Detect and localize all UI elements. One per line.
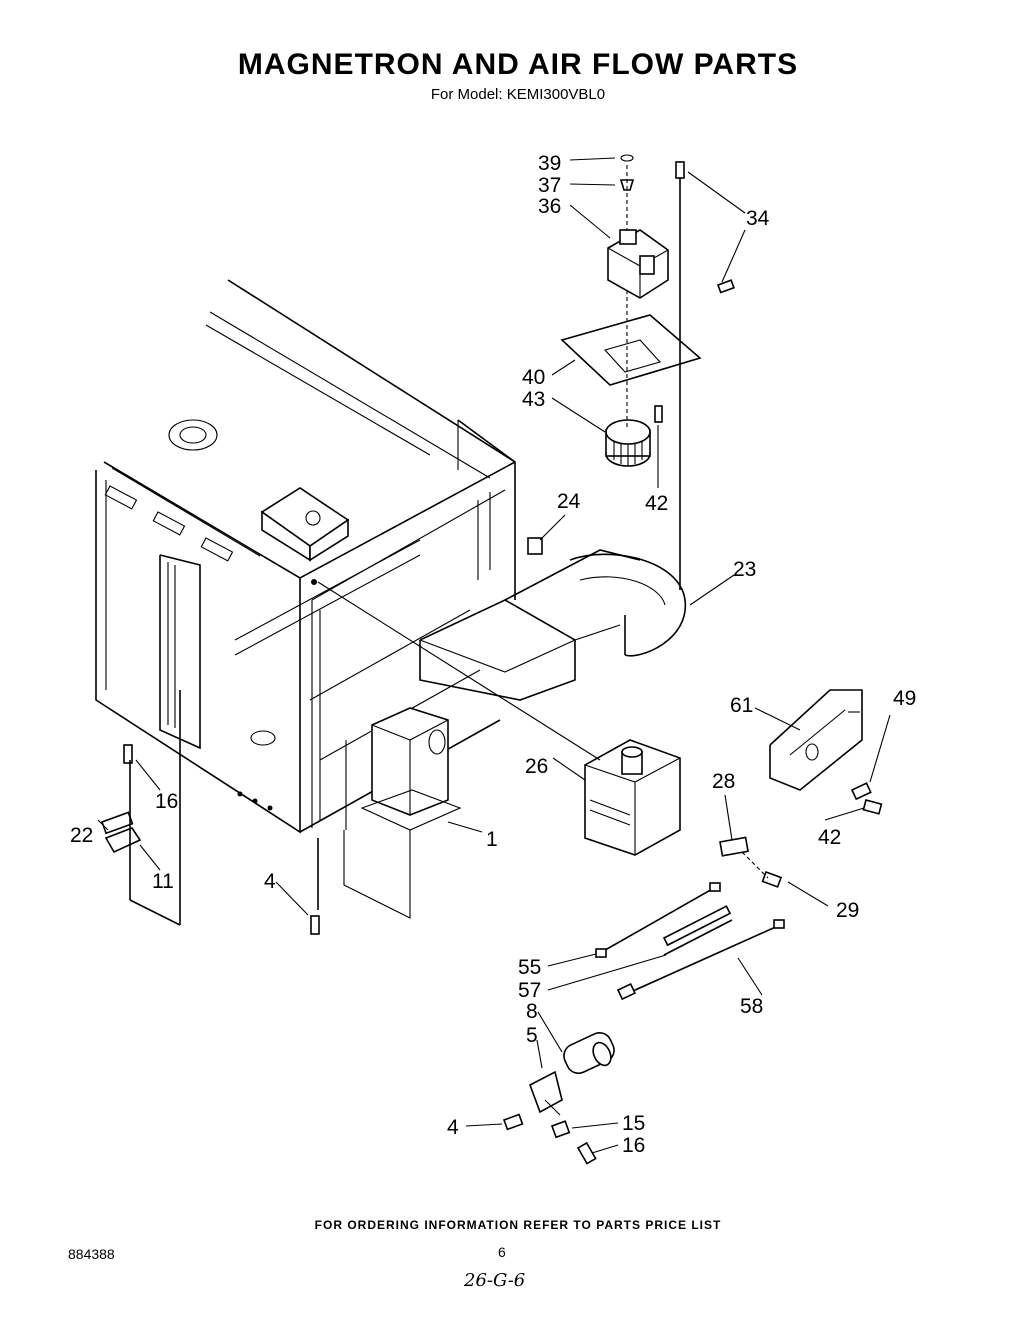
- wire-leads: [595, 882, 785, 1001]
- transformer-part-1: [343, 707, 462, 919]
- fan-bracket-part-40: [560, 314, 702, 386]
- callout-28: 28: [712, 770, 735, 793]
- callout-37: 37: [538, 174, 561, 197]
- ordering-note: FOR ORDERING INFORMATION REFER TO PARTS …: [314, 1218, 722, 1232]
- callout-26: 26: [525, 755, 548, 778]
- leader-lines: [97, 157, 891, 1154]
- oven-cabinet: [95, 279, 516, 834]
- callout-11: 11: [152, 870, 174, 893]
- callout-34: 34: [746, 207, 770, 230]
- callout-58: 58: [740, 995, 763, 1018]
- callout-16-left: 16: [155, 790, 178, 813]
- callout-36: 36: [538, 195, 561, 218]
- callout-5: 5: [526, 1024, 538, 1047]
- bracket-part-61: [769, 689, 863, 791]
- callout-4-lower: 4: [447, 1116, 459, 1139]
- callout-40: 40: [522, 366, 545, 389]
- model-line: For Model: KEMI300VBL0: [430, 86, 606, 103]
- handwritten-note: 26-G-6: [464, 1270, 526, 1291]
- callout-29: 29: [836, 899, 859, 922]
- callout-24: 24: [557, 490, 581, 513]
- callout-49: 49: [893, 687, 916, 710]
- document-number: 884388: [68, 1246, 115, 1262]
- fastener-parts: [100, 154, 883, 1165]
- air-duct-part-23: [419, 549, 686, 701]
- callout-16-lower: 16: [622, 1134, 645, 1157]
- callout-42-lower: 42: [818, 826, 841, 849]
- callout-4-left: 4: [264, 870, 276, 893]
- callout-8: 8: [526, 1000, 538, 1023]
- fan-motor-part-36: [607, 229, 669, 299]
- capacitor-part-8: [529, 1032, 615, 1116]
- callout-55: 55: [518, 956, 541, 979]
- fan-blade-part-43: [605, 419, 651, 467]
- magnetron-part-26: [584, 739, 681, 856]
- callout-57: 57: [518, 979, 541, 1002]
- callout-labels: 39 37 36 34 40 43 42 24 23 61 49 26 28 4…: [70, 152, 916, 1157]
- callout-39: 39: [538, 152, 561, 175]
- callout-15: 15: [622, 1112, 645, 1135]
- callout-22: 22: [70, 824, 93, 847]
- page-number: 6: [498, 1244, 506, 1260]
- callout-61: 61: [730, 694, 753, 717]
- callout-42-upper: 42: [645, 492, 668, 515]
- page-title: MAGNETRON AND AIR FLOW PARTS: [237, 48, 799, 81]
- callout-23: 23: [733, 558, 756, 581]
- callout-1: 1: [486, 828, 498, 851]
- callout-43: 43: [522, 388, 545, 411]
